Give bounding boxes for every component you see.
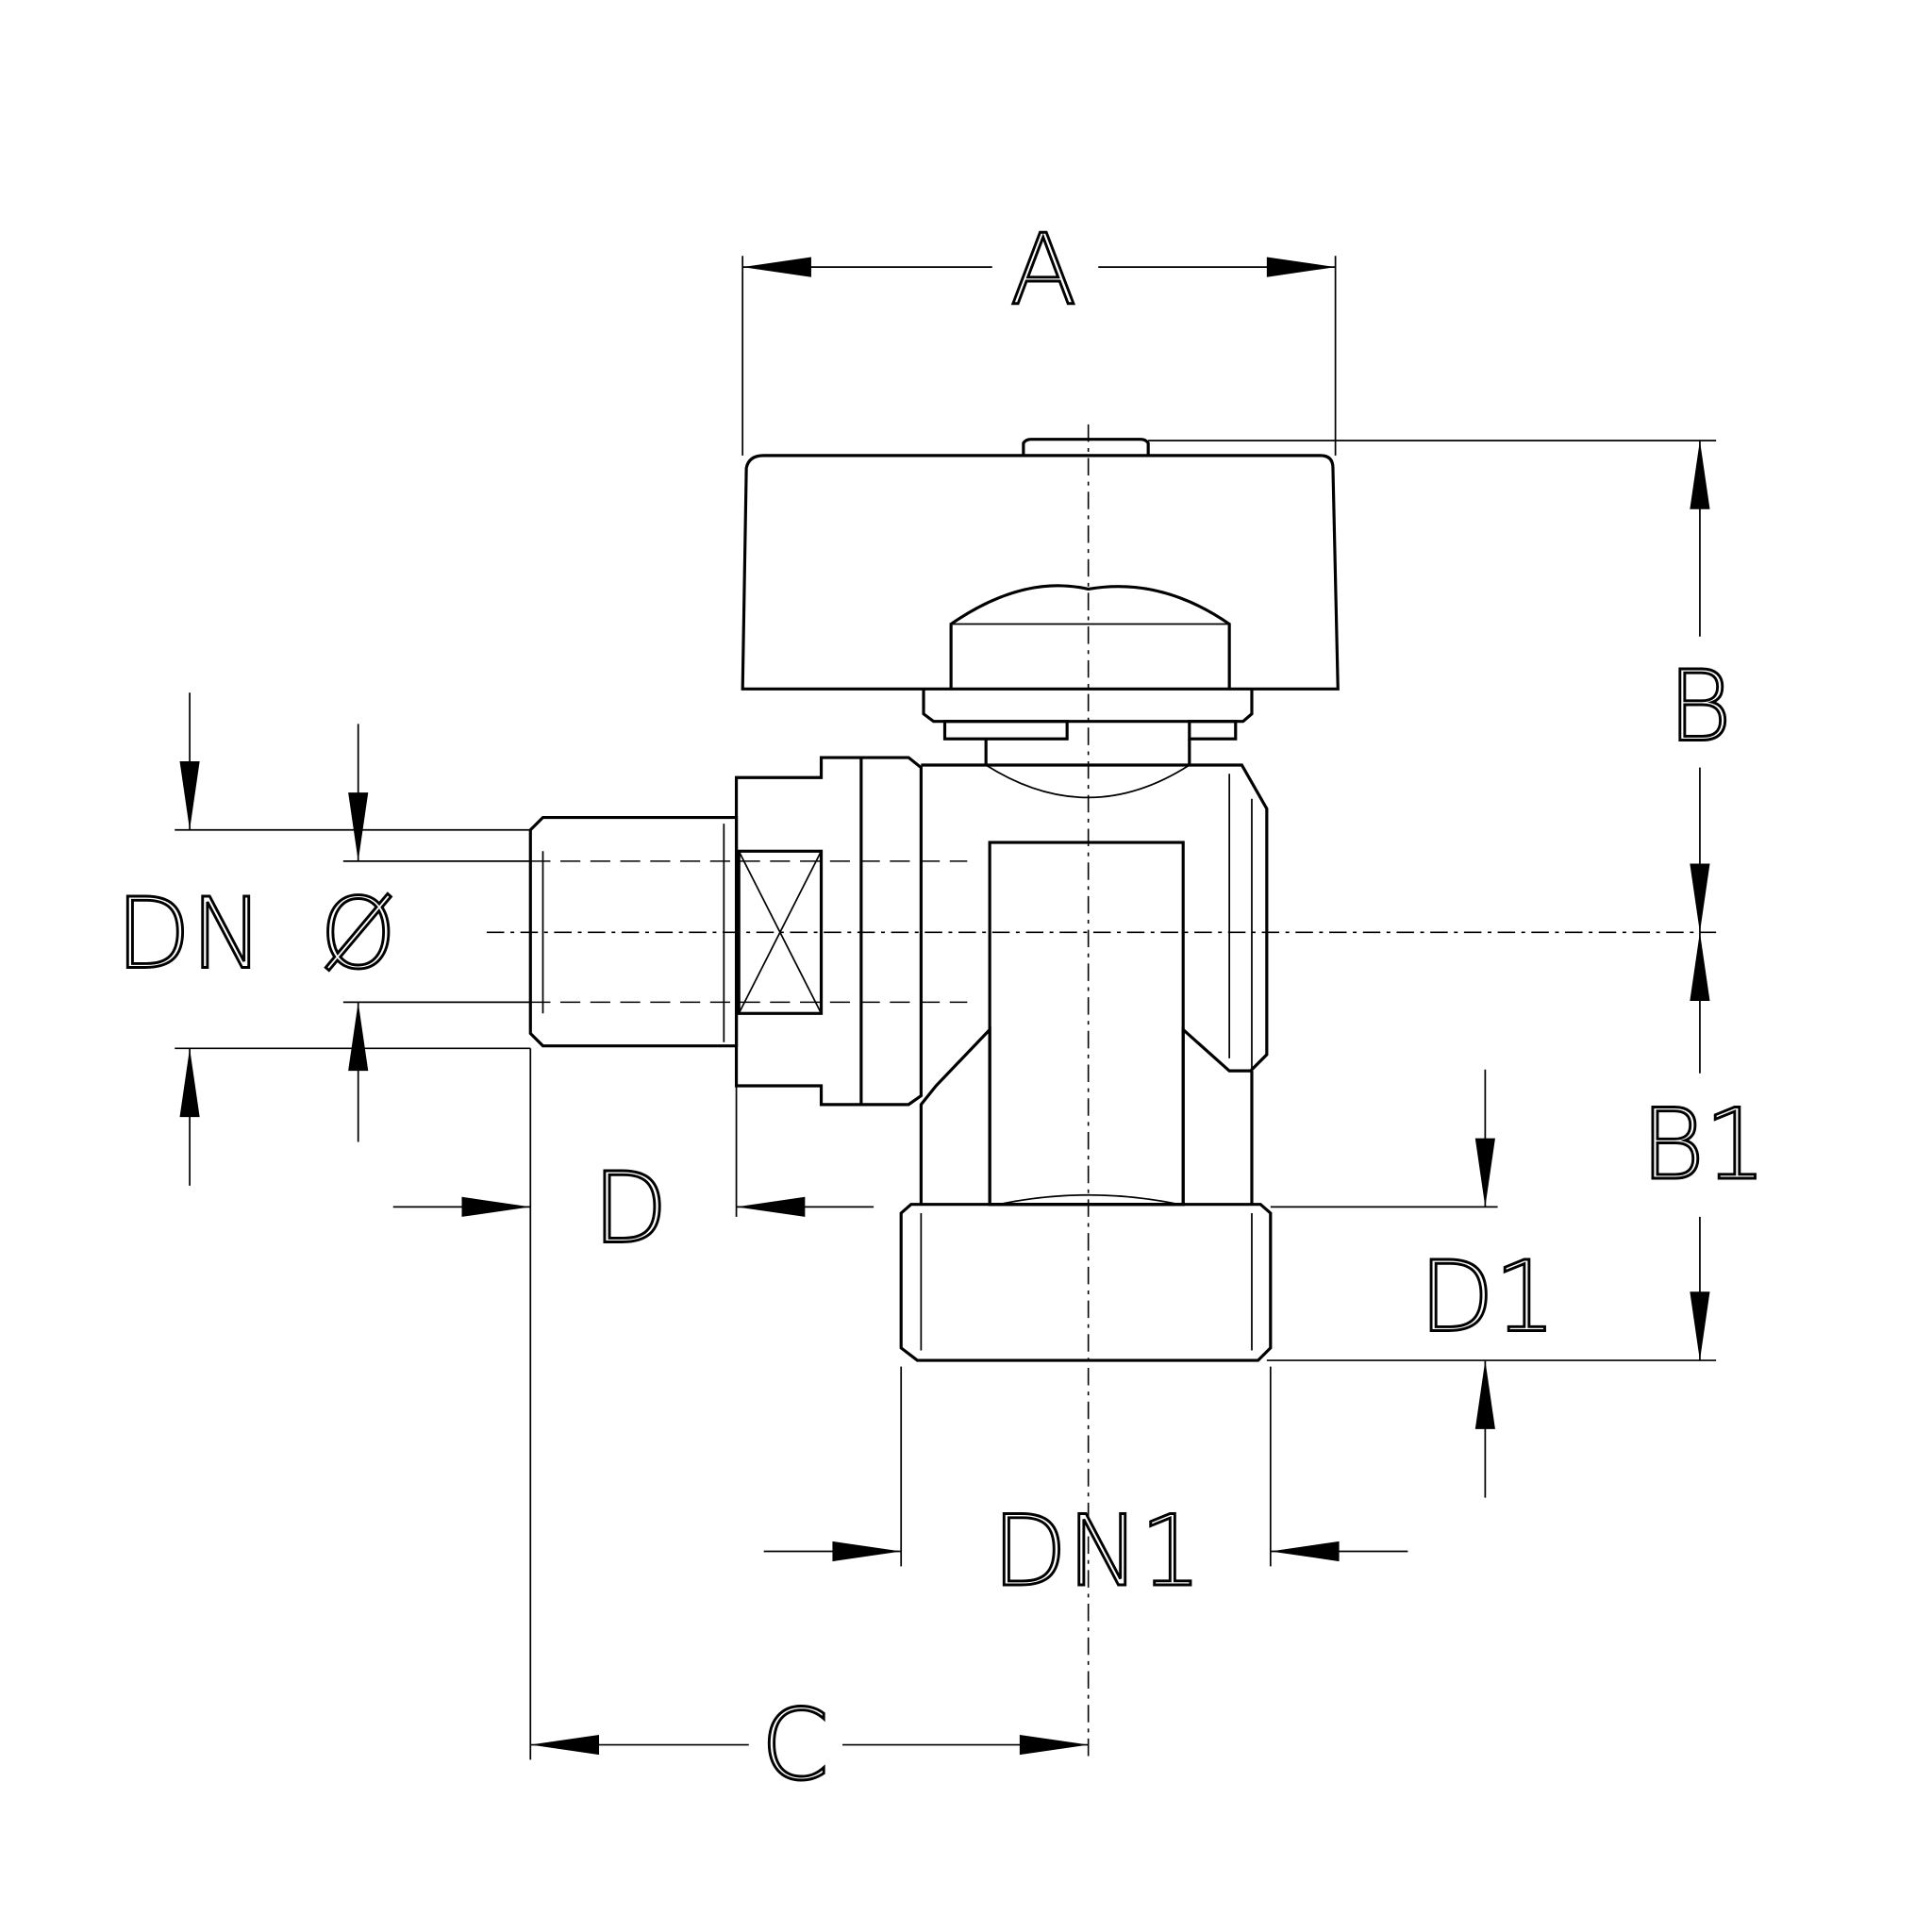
dimension-c: C	[530, 1688, 1089, 1804]
dimension-a: A	[741, 212, 1337, 456]
label-a: A	[1010, 213, 1077, 326]
valve-handle	[741, 438, 1340, 691]
dimension-dn: DN	[114, 692, 531, 1186]
valve-body	[919, 763, 1269, 1207]
label-dn1: DN1	[992, 1495, 1202, 1608]
valve-bonnet	[922, 584, 1254, 799]
left-connection	[528, 756, 968, 1107]
label-dn: DN	[116, 877, 264, 991]
label-c: C	[761, 1689, 829, 1802]
label-diameter: Ø	[320, 877, 396, 991]
label-d1: D1	[1419, 1241, 1556, 1354]
bottom-connection	[899, 1193, 1273, 1362]
dimension-b1: B1	[1266, 932, 1768, 1361]
dimension-diameter: Ø	[319, 724, 531, 1142]
label-d: D	[592, 1152, 667, 1265]
label-b: B	[1668, 651, 1732, 764]
dimension-b: B	[1148, 440, 1733, 933]
dimension-dn1: DN1	[763, 1366, 1408, 1610]
dimension-d: D	[392, 1048, 874, 1760]
dimension-d1: D1	[1270, 1069, 1557, 1498]
label-b1: B1	[1641, 1089, 1766, 1202]
